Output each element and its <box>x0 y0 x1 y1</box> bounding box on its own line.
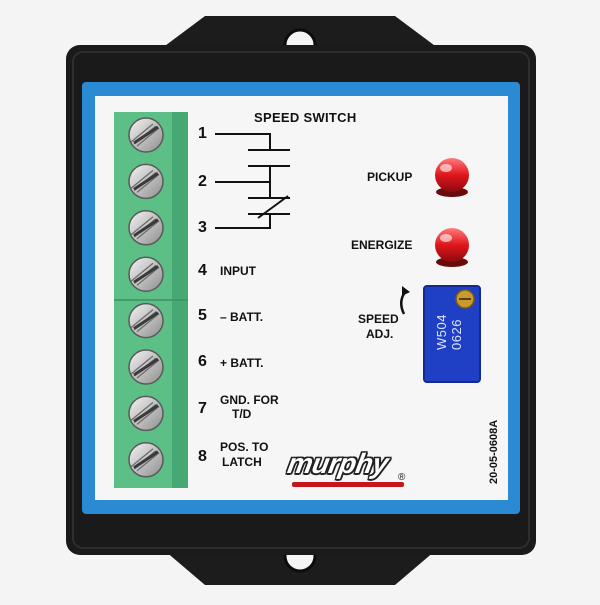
terminal-4-label: INPUT <box>220 264 256 278</box>
terminal-8-label-line1: POS. TO <box>220 440 269 454</box>
terminal-screw-8[interactable] <box>128 442 164 478</box>
terminal-2-number: 2 <box>198 173 207 190</box>
terminal-8-number: 8 <box>198 448 207 465</box>
pickup-led-label: PICKUP <box>367 170 413 184</box>
terminal-screw-6[interactable] <box>128 349 164 385</box>
brand-logo: murphy <box>285 448 391 479</box>
brand-logo-bar <box>292 482 404 487</box>
terminal-4-number: 4 <box>198 262 207 279</box>
terminal-screw-2[interactable] <box>128 163 164 200</box>
terminal-8-label-line2: LATCH <box>222 455 262 469</box>
registered-mark: ® <box>398 472 406 483</box>
terminal-screw-3[interactable] <box>128 210 164 246</box>
device-title: SPEED SWITCH <box>254 110 357 125</box>
potentiometer-marking: W504 0626 <box>434 314 464 350</box>
pot-marking-line2: 0626 <box>449 319 464 350</box>
speed-adj-label-line1: SPEED <box>358 312 399 326</box>
energize-led <box>435 228 469 267</box>
energize-led-label: ENERGIZE <box>351 238 413 252</box>
terminal-screw-5[interactable] <box>128 302 164 339</box>
pickup-led <box>435 158 469 197</box>
terminal-1-number: 1 <box>198 125 207 142</box>
pot-marking-line1: W504 <box>434 314 449 350</box>
terminal-7-number: 7 <box>198 400 207 417</box>
terminal-6-label: + BATT. <box>220 356 264 370</box>
terminal-screw-1[interactable] <box>128 117 164 153</box>
terminal-screw-7[interactable] <box>128 395 164 432</box>
terminal-screw-4[interactable] <box>128 256 164 292</box>
terminal-7-label-line2: T/D <box>232 407 252 421</box>
terminal-6-number: 6 <box>198 353 207 370</box>
terminal-7-label-line1: GND. FOR <box>220 393 279 407</box>
speed-adjust-potentiometer[interactable] <box>423 285 481 383</box>
speed-adj-label-line2: ADJ. <box>366 327 394 341</box>
terminal-5-number: 5 <box>198 307 207 324</box>
terminal-3-number: 3 <box>198 219 207 236</box>
switch-schematic <box>215 133 290 229</box>
part-number: 20-05-0608A <box>488 419 500 484</box>
terminal-5-label: – BATT. <box>220 310 264 324</box>
